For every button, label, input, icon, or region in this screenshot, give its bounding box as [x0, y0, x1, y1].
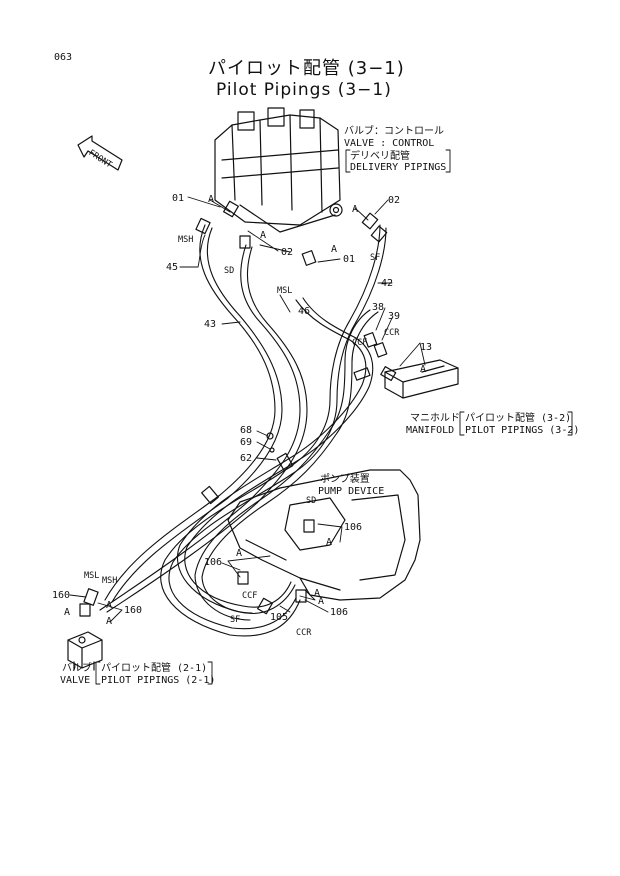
delivery-pipings-label-jp: デリベリ配管 [350, 151, 410, 162]
detail-marker-a: A [236, 548, 243, 559]
part-callout: 62 [240, 453, 253, 464]
part-callout: 106 [344, 522, 363, 533]
title-english: Pilot Pipings (3−1) [216, 80, 392, 100]
page-number: 063 [54, 52, 73, 63]
port-label: CCR [384, 328, 400, 338]
part-callout: 02 [281, 247, 294, 258]
manifold-label-en: MANIFOLD [406, 425, 455, 436]
port-label: SF [370, 253, 381, 263]
part-callout: 02 [388, 195, 401, 206]
detail-marker-a: A [326, 537, 333, 548]
detail-marker-a: A [420, 364, 427, 375]
manifold-pilot-pipings-jp: パイロット配管 (3-2) [465, 413, 572, 424]
part-callout: 39 [388, 311, 401, 322]
part-callout: 68 [240, 425, 253, 436]
port-label: MSH [178, 235, 194, 245]
part-callout: 45 [166, 262, 179, 273]
port-label: CCF [242, 591, 258, 601]
part-callout: 160 [124, 605, 143, 616]
pipe-clamps [201, 367, 371, 505]
delivery-pipings-label-en: DELIVERY PIPINGS [350, 162, 447, 173]
port-label: SD [306, 496, 317, 506]
part-callout: 106 [330, 607, 349, 618]
port-label: MSL [84, 571, 100, 581]
port-label: MSH [102, 576, 118, 586]
port-label: CCF [352, 338, 368, 348]
detail-marker-a: A [106, 616, 113, 627]
part-callout: 38 [372, 302, 385, 313]
detail-marker-a: A [352, 204, 359, 215]
port-label: SD [224, 266, 235, 276]
detail-marker-a: A [64, 607, 71, 618]
part-callout: 42 [381, 278, 394, 289]
detail-marker-a: A [318, 596, 325, 607]
part-callout: 01 [343, 254, 356, 265]
pump-device-label-en: PUMP DEVICE [318, 486, 385, 497]
manifold-label-jp: マニホルド [410, 413, 460, 424]
manifold-pilot-pipings-en: PILOT PIPINGS (3-2) [465, 425, 580, 436]
title-japanese: パイロット配管 (3−1) [208, 58, 405, 79]
part-callout: 160 [52, 590, 71, 601]
part-callout: 13 [420, 342, 433, 353]
detail-marker-a: A [208, 194, 215, 205]
detail-marker-a: A [260, 230, 267, 241]
part-callout: 43 [204, 319, 217, 330]
pump-device-illustration [227, 469, 421, 601]
part-callout: 106 [204, 557, 223, 568]
manifold-illustration [384, 359, 459, 399]
part-callout: 01 [172, 193, 185, 204]
control-valve-illustration [214, 107, 343, 233]
reference-brackets [95, 149, 573, 685]
port-label: CCR [296, 628, 312, 638]
valve-pilot-pipings-jp: パイロット配管 (2-1) [101, 663, 208, 674]
detail-marker-a: A [314, 588, 321, 599]
valve-label-en: VALVE [60, 675, 91, 686]
part-callout: 46 [298, 306, 311, 317]
detail-marker-a: A [331, 244, 338, 255]
leader-lines [69, 196, 426, 623]
port-label: MSL [277, 286, 293, 296]
valve-label-jp: バルブ [62, 663, 92, 674]
valve-pilot-pipings-en: PILOT PIPINGS (2-1) [101, 675, 216, 686]
part-callout: 105 [270, 612, 289, 623]
pump-device-label-jp: ポンプ装置 [320, 474, 370, 485]
control-valve-label-en: VALVE : CONTROL [344, 138, 435, 149]
control-valve-label-jp: バルブ：コントロール [344, 126, 444, 137]
part-callout: 69 [240, 437, 253, 448]
small-valve-illustration [67, 631, 103, 671]
port-label: SF [230, 615, 241, 625]
detail-marker-a: A [106, 600, 113, 611]
front-arrow-icon [77, 135, 123, 171]
